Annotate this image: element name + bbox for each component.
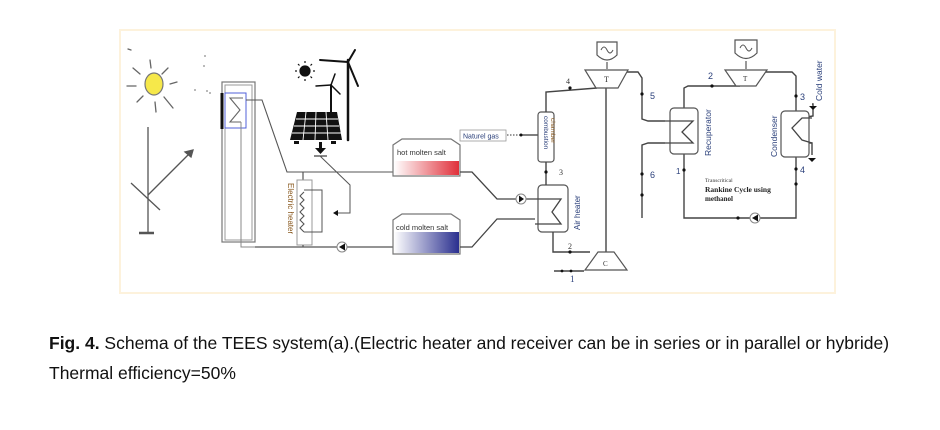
- small-sun-icon: [295, 61, 315, 81]
- receiver-coil-icon: [228, 97, 243, 123]
- state-point-gas-4: 4: [566, 77, 570, 86]
- pump-icon: [336, 241, 348, 253]
- receiver-frame: [224, 92, 247, 129]
- renewables-icon: [290, 49, 359, 157]
- pump-icon: [515, 193, 527, 205]
- state-point-orc-2: 2: [708, 71, 713, 81]
- recuperator-label: Recuperator: [703, 109, 713, 156]
- pump-icon: [749, 212, 761, 224]
- state-point-gas-3: 3: [559, 168, 563, 177]
- condenser: Condenser: [769, 110, 813, 158]
- state-point-gas-2: 2: [568, 242, 572, 251]
- cycle-description-line3: methanol: [705, 195, 733, 203]
- state-point-gas-6: 6: [650, 170, 655, 180]
- power-down-arrow-icon: [314, 142, 327, 157]
- figure-label: Fig. 4.: [49, 333, 100, 353]
- wind-turbine-icon: [315, 49, 359, 142]
- hot-molten-salt-tank: hot molten salt: [392, 138, 461, 177]
- natural-gas-label: Naturel gas: [463, 134, 499, 141]
- compressor-label: C: [603, 260, 608, 268]
- cold-molten-salt-tank: cold molten salt: [392, 213, 461, 255]
- orc-turbine: T: [723, 39, 769, 87]
- air-heater-label: Air heater: [573, 195, 582, 230]
- receiver-tower: [220, 81, 256, 248]
- figure-caption: Fig. 4. Schema of the TEES system(a).(El…: [49, 328, 929, 388]
- state-point-orc-4: 4: [800, 165, 805, 175]
- cold-water-label: Cold water: [814, 60, 824, 101]
- hot-tank-label: hot molten salt: [397, 148, 447, 157]
- gas-turbine: T: [583, 41, 630, 89]
- cycle-description-line2: Rankine Cycle using: [705, 185, 771, 194]
- sun-icon: [126, 48, 211, 113]
- caption-text: Schema of the TEES system(a).(Electric h…: [49, 333, 890, 383]
- gas-turbine-label: T: [604, 75, 609, 84]
- solar-panel-icon: [290, 111, 342, 144]
- state-point-orc-3: 3: [800, 92, 805, 102]
- figure-frame: [119, 29, 836, 294]
- heliostat-icon: [130, 127, 194, 235]
- heater-coil-icon: [299, 191, 305, 233]
- recuperator: Recuperator: [665, 107, 713, 156]
- electric-heater-label: Electric heater: [286, 183, 295, 234]
- combustion-chamber-label-2: chamber: [549, 118, 556, 144]
- state-point-orc-1: 1: [676, 167, 681, 176]
- cycle-description-line1: Transcritical: [705, 178, 733, 184]
- condenser-label: Condenser: [769, 115, 779, 157]
- state-point-gas-1: 1: [570, 274, 575, 284]
- tees-system-diagram: Electric heater hot molten salt cold mol…: [119, 29, 836, 294]
- cold-tank-label: cold molten salt: [396, 223, 449, 232]
- electric-heater: Electric heater: [286, 172, 323, 247]
- state-point-gas-5: 5: [650, 91, 655, 101]
- compressor: C: [583, 251, 629, 271]
- orc-turbine-label: T: [743, 75, 748, 83]
- combustion-chamber: combustion chamber: [537, 111, 556, 163]
- generator-icon: [734, 39, 758, 60]
- combustion-chamber-label: combustion: [542, 116, 549, 150]
- natural-gas-source: Naturel gas: [459, 129, 538, 142]
- air-heater: Air heater: [535, 184, 582, 233]
